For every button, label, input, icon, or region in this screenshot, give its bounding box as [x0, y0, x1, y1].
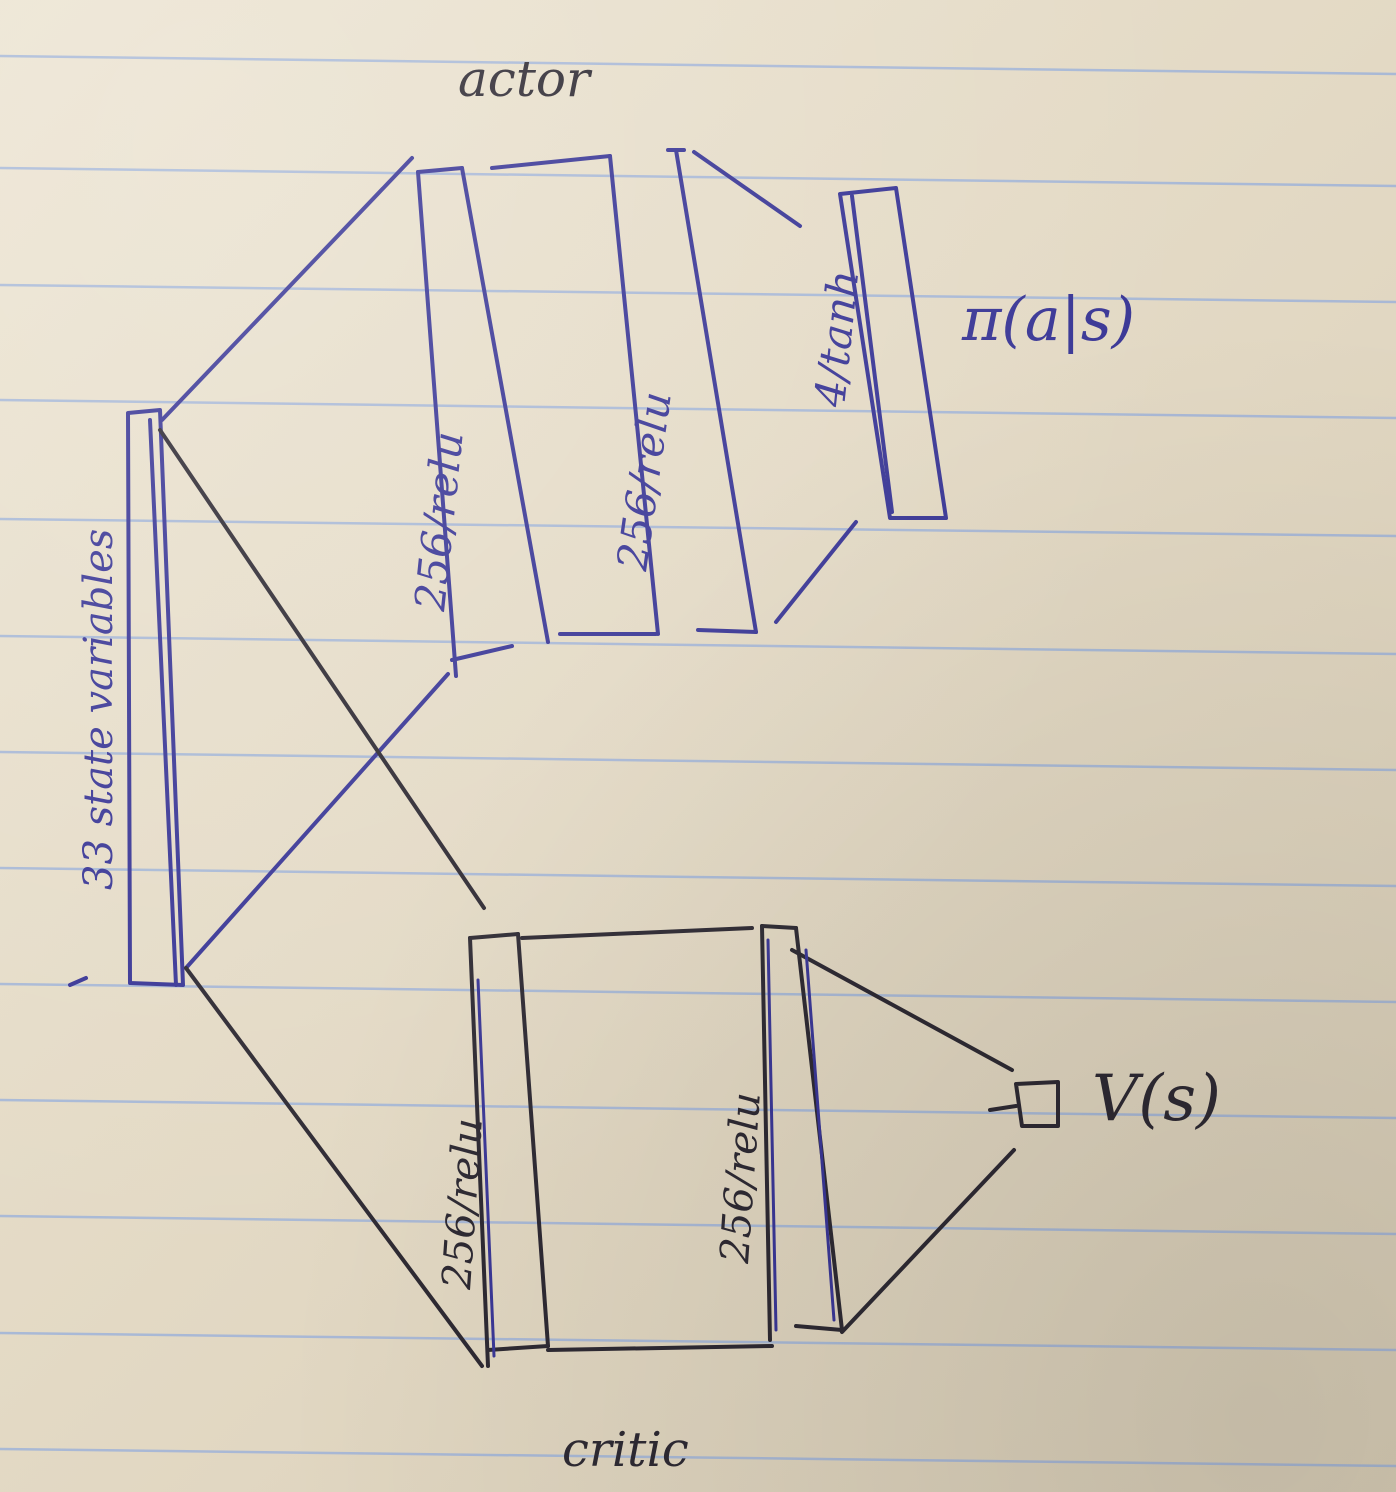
value-output-label: V(s) — [1092, 1062, 1221, 1136]
ruled-lines — [0, 54, 1396, 1468]
critic-blue-strokes — [476, 938, 836, 1358]
actor-title: actor — [458, 50, 593, 108]
critic-layer-2-label: 256/relu — [712, 1091, 770, 1266]
actor-layer-1-label: 256/relu — [405, 429, 473, 614]
actor-layer-2-label: 256/relu — [607, 389, 681, 575]
actor-output-label: 4/tanh — [805, 268, 868, 410]
input-layer-label: 33 state variables — [76, 529, 122, 890]
policy-output-label: π(a|s) — [961, 285, 1135, 355]
actor-layers — [416, 148, 948, 678]
critic-title: critic — [562, 1422, 689, 1478]
actor-connections — [160, 150, 858, 970]
input-layer — [68, 408, 185, 987]
critic-network — [158, 428, 1060, 1368]
